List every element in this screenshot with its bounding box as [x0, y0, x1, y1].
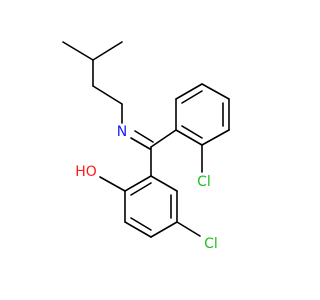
bond-ring2-oh — [99, 176, 126, 192]
bond-n-c-double-a — [130, 137, 151, 150]
ring2-inner-1 — [130, 182, 152, 196]
ring2-inner-2 — [130, 217, 152, 231]
ring1-inner-1 — [181, 90, 203, 104]
bond-ch2-ch2 — [92, 85, 123, 105]
bond-c-chlorophenyl — [150, 129, 177, 148]
ring2-bond-3 — [124, 221, 152, 238]
ring1-bond-2 — [175, 83, 203, 100]
molecule-structure: N HO Cl Cl — [62, 41, 230, 252]
atom-labels: N HO Cl Cl — [75, 124, 218, 252]
bonds — [62, 41, 230, 238]
ring1-bond-5 — [201, 129, 230, 146]
atom-oh: HO — [75, 164, 97, 180]
atom-n: N — [117, 124, 127, 140]
atom-cl-bottom: Cl — [204, 236, 218, 252]
ring2-bond-1 — [124, 175, 152, 192]
bond-ring2-cl — [176, 221, 201, 237]
bond-methyl2-ch — [92, 41, 123, 61]
atom-cl-top: Cl — [197, 174, 211, 190]
ring1-inner-3 — [181, 125, 203, 139]
ring1-bond-3 — [201, 83, 230, 100]
ring2-bond-6 — [150, 175, 178, 192]
bond-methyl1-ch — [62, 41, 94, 61]
ring2-bond-4 — [150, 221, 178, 238]
ring1-bond-6 — [175, 129, 203, 146]
bond-n-c-double-b — [134, 130, 154, 143]
